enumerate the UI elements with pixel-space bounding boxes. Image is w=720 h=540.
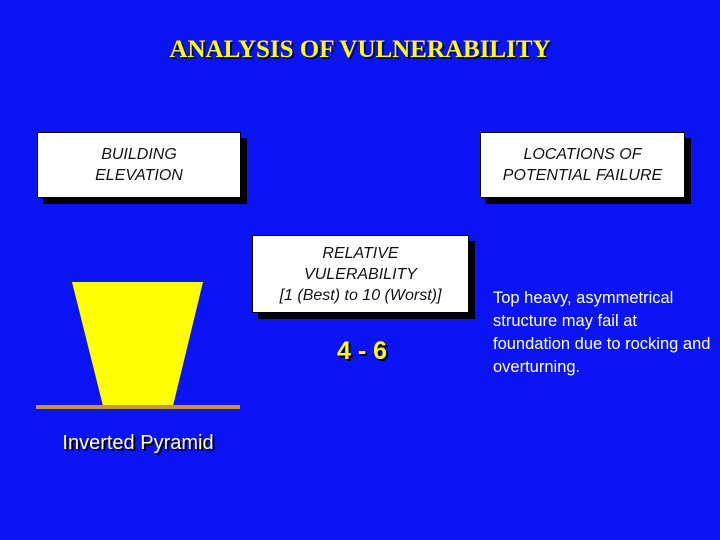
header-line: BUILDING [101, 146, 177, 163]
relative-vulnerability-header: RELATIVE VULERABILITY [1 (Best) to 10 (W… [252, 235, 469, 313]
header-line: [1 (Best) to 10 (Worst)] [279, 286, 442, 304]
header-line: ELEVATION [95, 167, 183, 184]
building-type-label: Inverted Pyramid [62, 432, 214, 454]
header-line: POTENTIAL FAILURE [502, 167, 663, 184]
vulnerability-score: 4 - 6 [336, 337, 388, 365]
building-elevation-header: BUILDING ELEVATION [37, 132, 241, 198]
inverted-pyramid-shape [72, 282, 203, 406]
slide-title: ANALYSIS OF VULNERABILITY [169, 36, 551, 63]
ground-line [36, 405, 240, 409]
locations-of-failure-header: LOCATIONS OF POTENTIAL FAILURE [480, 132, 685, 198]
header-line: VULERABILITY [304, 265, 417, 283]
header-line: LOCATIONS OF [523, 146, 642, 163]
header-line: RELATIVE [322, 244, 399, 262]
failure-description: Top heavy, asymmetrical structure may fa… [493, 289, 711, 376]
